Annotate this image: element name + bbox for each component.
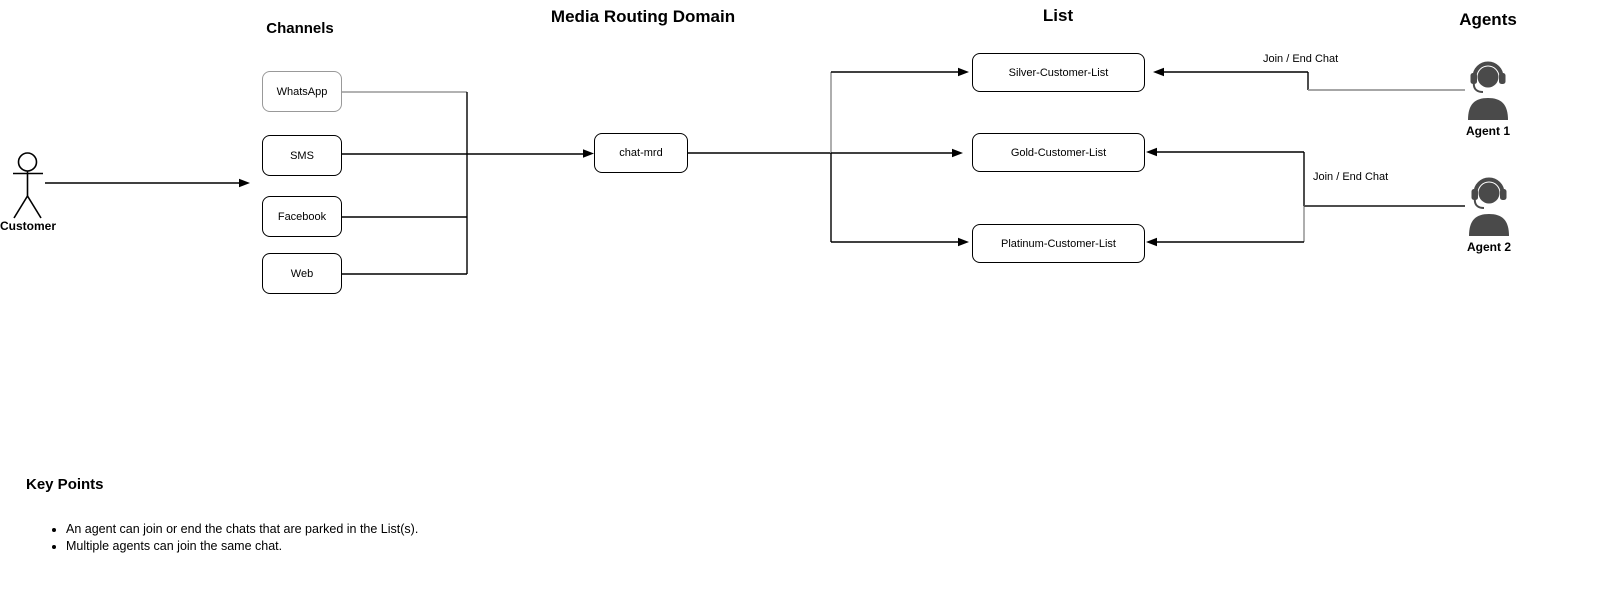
agent1-label: Agent 1	[1465, 124, 1511, 138]
edge-to-gold-list	[831, 148, 963, 158]
list-node-gold: Gold-Customer-List	[972, 133, 1145, 172]
edge-agent2-to-platinum	[1146, 237, 1304, 247]
list-node-silver: Silver-Customer-List	[972, 53, 1145, 92]
key-point-item: An agent can join or end the chats that …	[66, 521, 418, 538]
edge-sms-to-chatmrd	[342, 149, 594, 158]
agent2-icon	[1469, 177, 1509, 236]
channels-title: Channels	[266, 20, 334, 37]
edge-agent1-to-silver	[1153, 67, 1309, 90]
list-node-platinum: Platinum-Customer-List	[972, 224, 1145, 263]
customer-actor-icon	[13, 152, 43, 219]
edge-to-silver-list	[831, 67, 969, 77]
channel-node-web: Web	[262, 253, 342, 294]
key-points-list: An agent can join or end the chats that …	[48, 521, 418, 554]
channel-node-whatsapp: WhatsApp	[262, 71, 342, 112]
chat-mrd-node: chat-mrd	[594, 133, 688, 173]
agent1-icon	[1468, 61, 1508, 120]
channel-node-sms: SMS	[262, 135, 342, 176]
edge-customer-to-channels	[45, 178, 250, 188]
agent1-join-end-chat-label: Join / End Chat	[1263, 53, 1339, 65]
agents-title: Agents	[1459, 10, 1517, 29]
agent2-join-end-chat-label: Join / End Chat	[1313, 171, 1389, 183]
media-routing-domain-title: Media Routing Domain	[550, 7, 736, 26]
edge-to-platinum-list	[831, 237, 969, 247]
agent2-label: Agent 2	[1466, 240, 1512, 254]
key-point-item: Multiple agents can join the same chat.	[66, 538, 418, 555]
edge-agent2-to-gold	[1146, 147, 1304, 157]
customer-label: Customer	[0, 219, 57, 233]
list-title: List	[1042, 6, 1074, 25]
key-points-heading: Key Points	[26, 476, 104, 493]
channel-node-facebook: Facebook	[262, 196, 342, 237]
